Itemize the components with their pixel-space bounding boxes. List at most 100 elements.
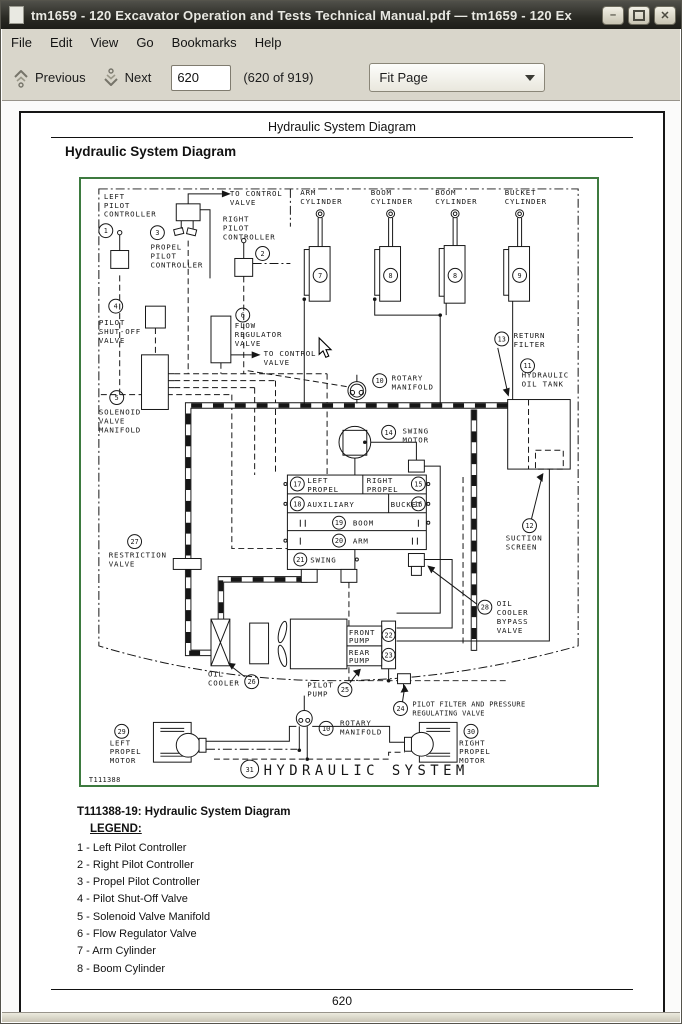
svg-text:VALVE: VALVE (99, 416, 125, 425)
svg-text:FRONT: FRONT (349, 628, 375, 637)
svg-text:MANIFOLD: MANIFOLD (340, 727, 382, 736)
svg-text:BYPASS: BYPASS (497, 617, 529, 626)
svg-text:2: 2 (261, 250, 265, 258)
zoom-level-dropdown[interactable]: Fit Page (369, 63, 546, 92)
hydraulic-system-diagram: LEFT PILOT CONTROLLER 1 TO CONTROL VALVE (79, 177, 599, 787)
svg-text:SHUT-OFF: SHUT-OFF (99, 327, 141, 336)
menu-bookmarks[interactable]: Bookmarks (171, 34, 237, 50)
svg-text:10: 10 (376, 377, 384, 385)
legend-item-5: 5 - Solenoid Valve Manifold (77, 911, 211, 923)
document-icon (9, 6, 24, 24)
previous-page-button[interactable]: Previous (6, 62, 92, 94)
pilot-shut-off-valve: 4 PILOT SHUT-OFF VALVE (99, 298, 166, 345)
arm-cylinder: ARM CYLINDER 7 (300, 188, 342, 302)
maximize-icon (633, 9, 645, 21)
header-rule (51, 137, 633, 138)
minimize-button[interactable]: – (602, 5, 624, 25)
menu-file[interactable]: File (11, 34, 32, 50)
svg-text:CONTROLLER: CONTROLLER (104, 210, 157, 219)
svg-text:21: 21 (296, 556, 304, 564)
pdf-page: Hydraulic System Diagram Hydraulic Syste… (19, 111, 665, 1014)
svg-text:13: 13 (498, 335, 506, 343)
rotary-manifold-upper: 10 ROTARY MANIFOLD (347, 373, 433, 404)
menu-go[interactable]: Go (136, 34, 154, 50)
svg-text:BOOM: BOOM (435, 188, 456, 197)
svg-text:ROTARY: ROTARY (340, 718, 372, 727)
next-page-button[interactable]: Next (96, 62, 158, 94)
legend-item-8: 8 - Boom Cylinder (77, 963, 166, 975)
zoom-level-value: Fit Page (379, 70, 428, 85)
menu-help[interactable]: Help (254, 34, 282, 50)
flow-regulator-valve: 6 FLOW REGULATOR VALVE TO CONTROL VALVE (210, 307, 315, 367)
left-pilot-controller: LEFT PILOT CONTROLLER 1 (98, 192, 157, 269)
svg-text:5: 5 (115, 394, 119, 402)
svg-text:CYLINDER: CYLINDER (300, 197, 342, 206)
footer-rule (51, 989, 633, 990)
svg-text:31: 31 (246, 766, 254, 774)
svg-text:SWING: SWING (310, 555, 336, 564)
svg-text:CYLINDER: CYLINDER (435, 197, 477, 206)
svg-text:23: 23 (385, 651, 393, 659)
svg-text:MOTOR: MOTOR (110, 756, 136, 765)
legend-item-1: 1 - Left Pilot Controller (77, 842, 187, 854)
cylinder-lines (302, 297, 515, 406)
legend-item-2: 2 - Right Pilot Controller (77, 859, 194, 871)
svg-text:OIL: OIL (208, 670, 224, 679)
svg-text:COOLER: COOLER (497, 608, 529, 617)
menu-edit[interactable]: Edit (49, 34, 73, 50)
oil-cooler: OIL COOLER 26 (208, 618, 288, 690)
maximize-button[interactable] (628, 5, 650, 25)
svg-text:PILOT: PILOT (104, 201, 130, 210)
previous-label: Previous (35, 70, 86, 85)
svg-text:FLOW: FLOW (235, 321, 256, 330)
svg-text:7: 7 (318, 272, 322, 280)
svg-text:REAR: REAR (349, 648, 370, 657)
close-button[interactable]: ✕ (654, 5, 676, 25)
svg-text:PROPEL: PROPEL (307, 485, 339, 494)
svg-text:CYLINDER: CYLINDER (371, 197, 413, 206)
striped-hoses (184, 402, 508, 657)
toolbar: Previous Next (620 of 919) Fit Page (2, 55, 680, 101)
svg-text:PILOT: PILOT (307, 681, 333, 690)
legend-item-4: 4 - Pilot Shut-Off Valve (77, 893, 188, 905)
page-number-input[interactable] (171, 64, 232, 91)
svg-text:PILOT FILTER AND PRESSURE: PILOT FILTER AND PRESSURE (412, 701, 525, 709)
window-bottom-edge (2, 1012, 680, 1022)
svg-text:BOOM: BOOM (353, 519, 374, 528)
boom-cylinder-1: BOOM CYLINDER 8 (371, 188, 413, 302)
svg-text:9: 9 (518, 272, 522, 280)
svg-text:VALVE: VALVE (99, 336, 125, 345)
svg-text:VALVE: VALVE (230, 198, 256, 207)
svg-text:PILOT: PILOT (99, 318, 125, 327)
svg-text:25: 25 (341, 686, 349, 694)
svg-text:VALVE: VALVE (109, 559, 135, 568)
svg-text:REGULATOR: REGULATOR (235, 330, 282, 339)
svg-text:PROPEL: PROPEL (110, 747, 142, 756)
hydraulic-system-title: 31 HYDRAULIC SYSTEM (240, 759, 464, 779)
svg-text:LEFT: LEFT (104, 192, 125, 201)
svg-text:24: 24 (396, 705, 404, 713)
svg-text:8: 8 (389, 272, 393, 280)
svg-text:PUMP: PUMP (349, 636, 370, 645)
pressure-hoses (396, 465, 550, 642)
svg-text:8: 8 (453, 272, 457, 280)
machine-boundary-outline (98, 188, 579, 682)
next-label: Next (124, 70, 152, 85)
svg-text:14: 14 (385, 429, 393, 437)
control-valve-block: 17 LEFT PROPEL RIGHT PROPEL 15 18 AUXILI… (283, 459, 431, 583)
svg-text:26: 26 (248, 678, 256, 686)
hydraulic-oil-tank: 13 RETURN FILTER 11 HYDRAULIC OIL TANK 1… (494, 331, 571, 552)
window-title: tm1659 - 120 Excavator Operation and Tes… (31, 7, 572, 23)
figure-caption: T111388-19: Hydraulic System Diagram (77, 806, 291, 818)
document-canvas[interactable]: Hydraulic System Diagram Hydraulic Syste… (2, 101, 680, 1022)
svg-text:AUXILIARY: AUXILIARY (307, 500, 354, 509)
svg-text:CONTROLLER: CONTROLLER (150, 260, 203, 269)
svg-text:BUCKET: BUCKET (505, 188, 537, 197)
swing-motor: 14 SWING MOTOR (338, 424, 428, 476)
menu-view[interactable]: View (90, 34, 119, 50)
svg-text:CONTROLLER: CONTROLLER (223, 233, 276, 242)
svg-text:REGULATING VALVE: REGULATING VALVE (412, 709, 484, 717)
svg-text:15: 15 (414, 480, 422, 488)
svg-text:30: 30 (467, 728, 475, 736)
